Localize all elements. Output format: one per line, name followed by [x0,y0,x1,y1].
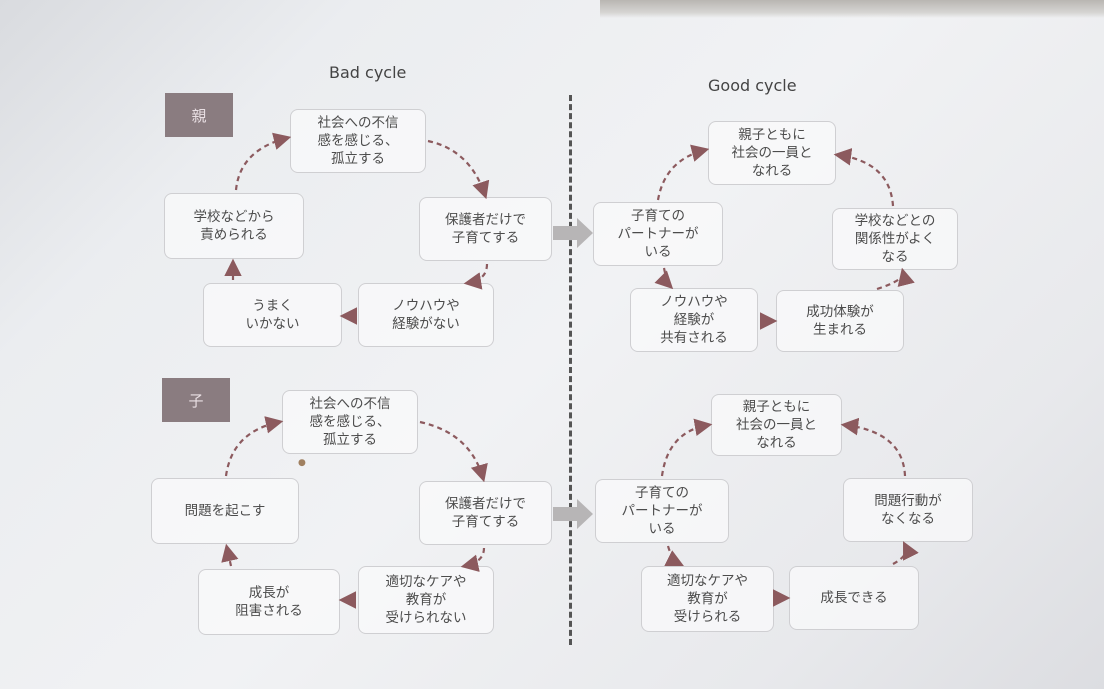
arrow-bc-1 [419,420,488,483]
arrow-gc-2 [840,417,907,477]
arrow-gc-1 [660,418,713,477]
good-parent-society-member: 親子ともに 社会の一員と なれる [708,121,836,185]
bad-child-causes-problems: 問題を起こす [151,478,299,544]
smudge-mark: ● [298,458,306,468]
arrow-gp-3 [876,267,915,291]
child-tag: 子 [162,378,230,422]
arrow-bp-5 [234,132,292,191]
parent-tag: 親 [165,93,233,137]
arrow-gp-1 [656,144,710,201]
bad-child-no-care: 適切なケアや 教育が 受けられない [358,566,494,634]
arrow-bc-5 [224,416,284,477]
good-child-partner: 子育ての パートナーが いる [595,479,729,543]
arrow-bp-1 [427,139,490,200]
good-child-society-member: 親子ともに 社会の一員と なれる [711,394,842,456]
bad-parent-blamed: 学校などから 責められる [164,193,304,259]
good-child-receives-care: 適切なケアや 教育が 受けられる [641,566,774,632]
arrow-bp-2 [463,263,489,290]
good-child-no-problem-behavior: 問題行動が なくなる [843,478,973,542]
transition-arrow-child [553,499,593,529]
bad-parent-no-knowhow: ノウハウや 経験がない [358,283,494,347]
bad-cycle-title: Bad cycle [329,63,407,82]
good-cycle-title: Good cycle [708,76,797,95]
good-parent-partner: 子育ての パートナーが いる [593,202,723,266]
arrow-gp-4 [654,267,674,290]
bad-child-solo-parenting: 保護者だけで 子育てする [419,481,552,545]
good-parent-knowhow-shared: ノウハウや 経験が 共有される [630,288,758,352]
projector-top-edge [600,0,1104,18]
arrow-gp-2 [833,148,895,207]
arrow-gc-4 [664,545,684,566]
good-parent-success: 成功体験が 生まれる [776,290,904,352]
arrow-gc-3 [892,541,919,565]
bad-child-growth-hindered: 成長が 阻害される [198,569,340,635]
bad-parent-isolation: 社会への不信 感を感じる、 孤立する [290,109,426,173]
bad-parent-solo-parenting: 保護者だけで 子育てする [419,197,552,261]
bad-parent-not-going-well: うまく いかない [203,283,342,347]
bad-child-isolation: 社会への不信 感を感じる、 孤立する [282,390,418,454]
arrow-bc-4 [221,543,239,567]
good-parent-school-relationship: 学校などとの 関係性がよく なる [832,208,958,270]
arrow-bc-2 [460,547,486,572]
center-divider [569,95,572,645]
transition-arrow-parent [553,218,593,248]
good-child-can-grow: 成長できる [789,566,919,630]
